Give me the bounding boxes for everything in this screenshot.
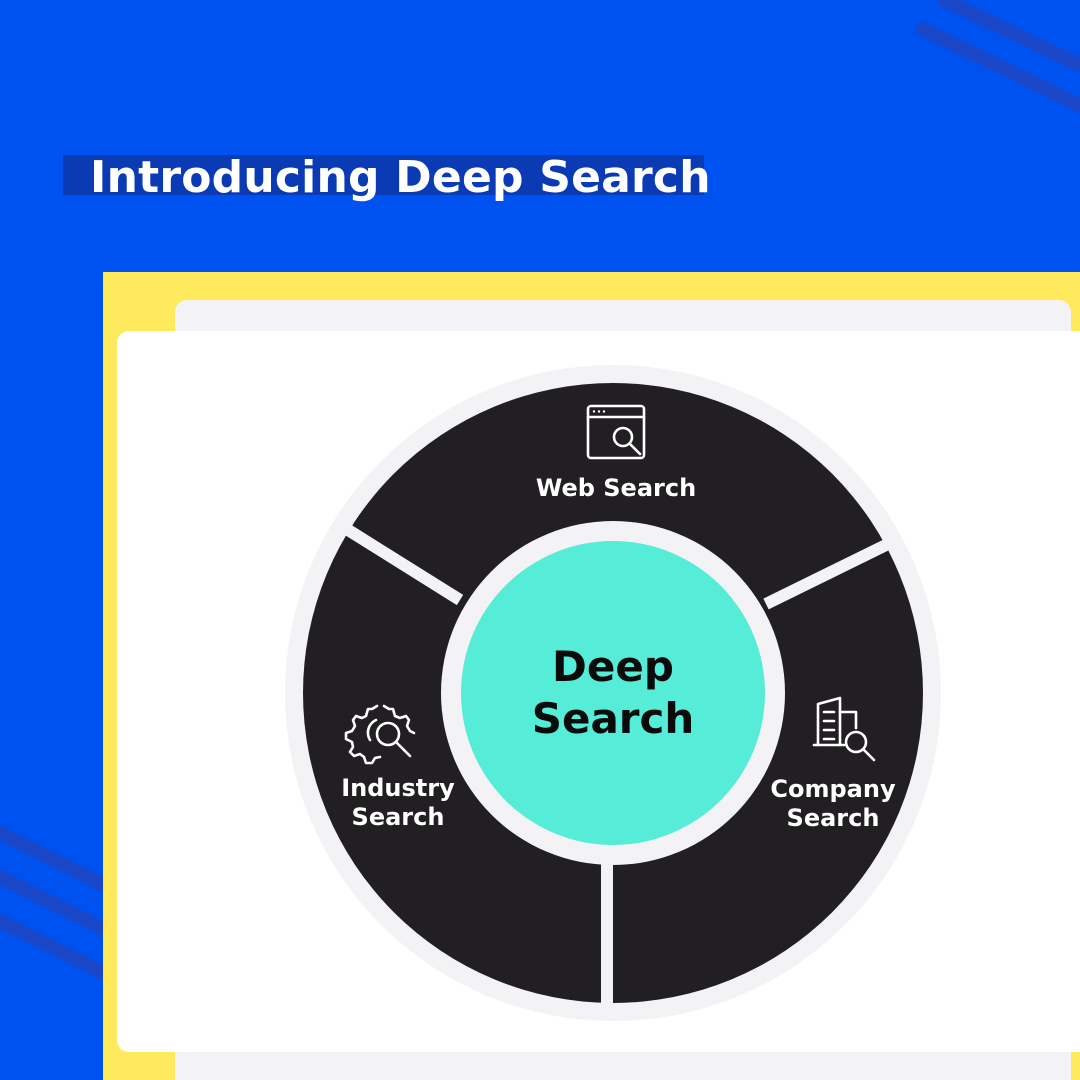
gear-search-icon [344,704,416,765]
center-label-line1: Deep [552,642,674,691]
industry-search-label-line2: Search [352,803,445,831]
industry-search-label-line1: Industry [341,774,455,802]
stripe [936,0,1080,73]
divider-right [763,539,889,610]
divider-left [341,522,464,606]
stripe [0,913,114,983]
web-search-label: Web Search [536,474,696,502]
title-highlight [63,155,704,195]
browser-search-icon [586,404,646,460]
company-search-label-line1: Company [770,775,896,803]
stripe [0,869,114,939]
center-label-line2: Search [532,694,695,743]
company-search-label-line2: Search [787,804,880,832]
center-circle [461,541,765,845]
page-title: Introducing Deep Search [90,152,711,203]
stripe [914,20,1080,113]
building-search-icon [812,696,876,762]
stripe [0,825,114,895]
